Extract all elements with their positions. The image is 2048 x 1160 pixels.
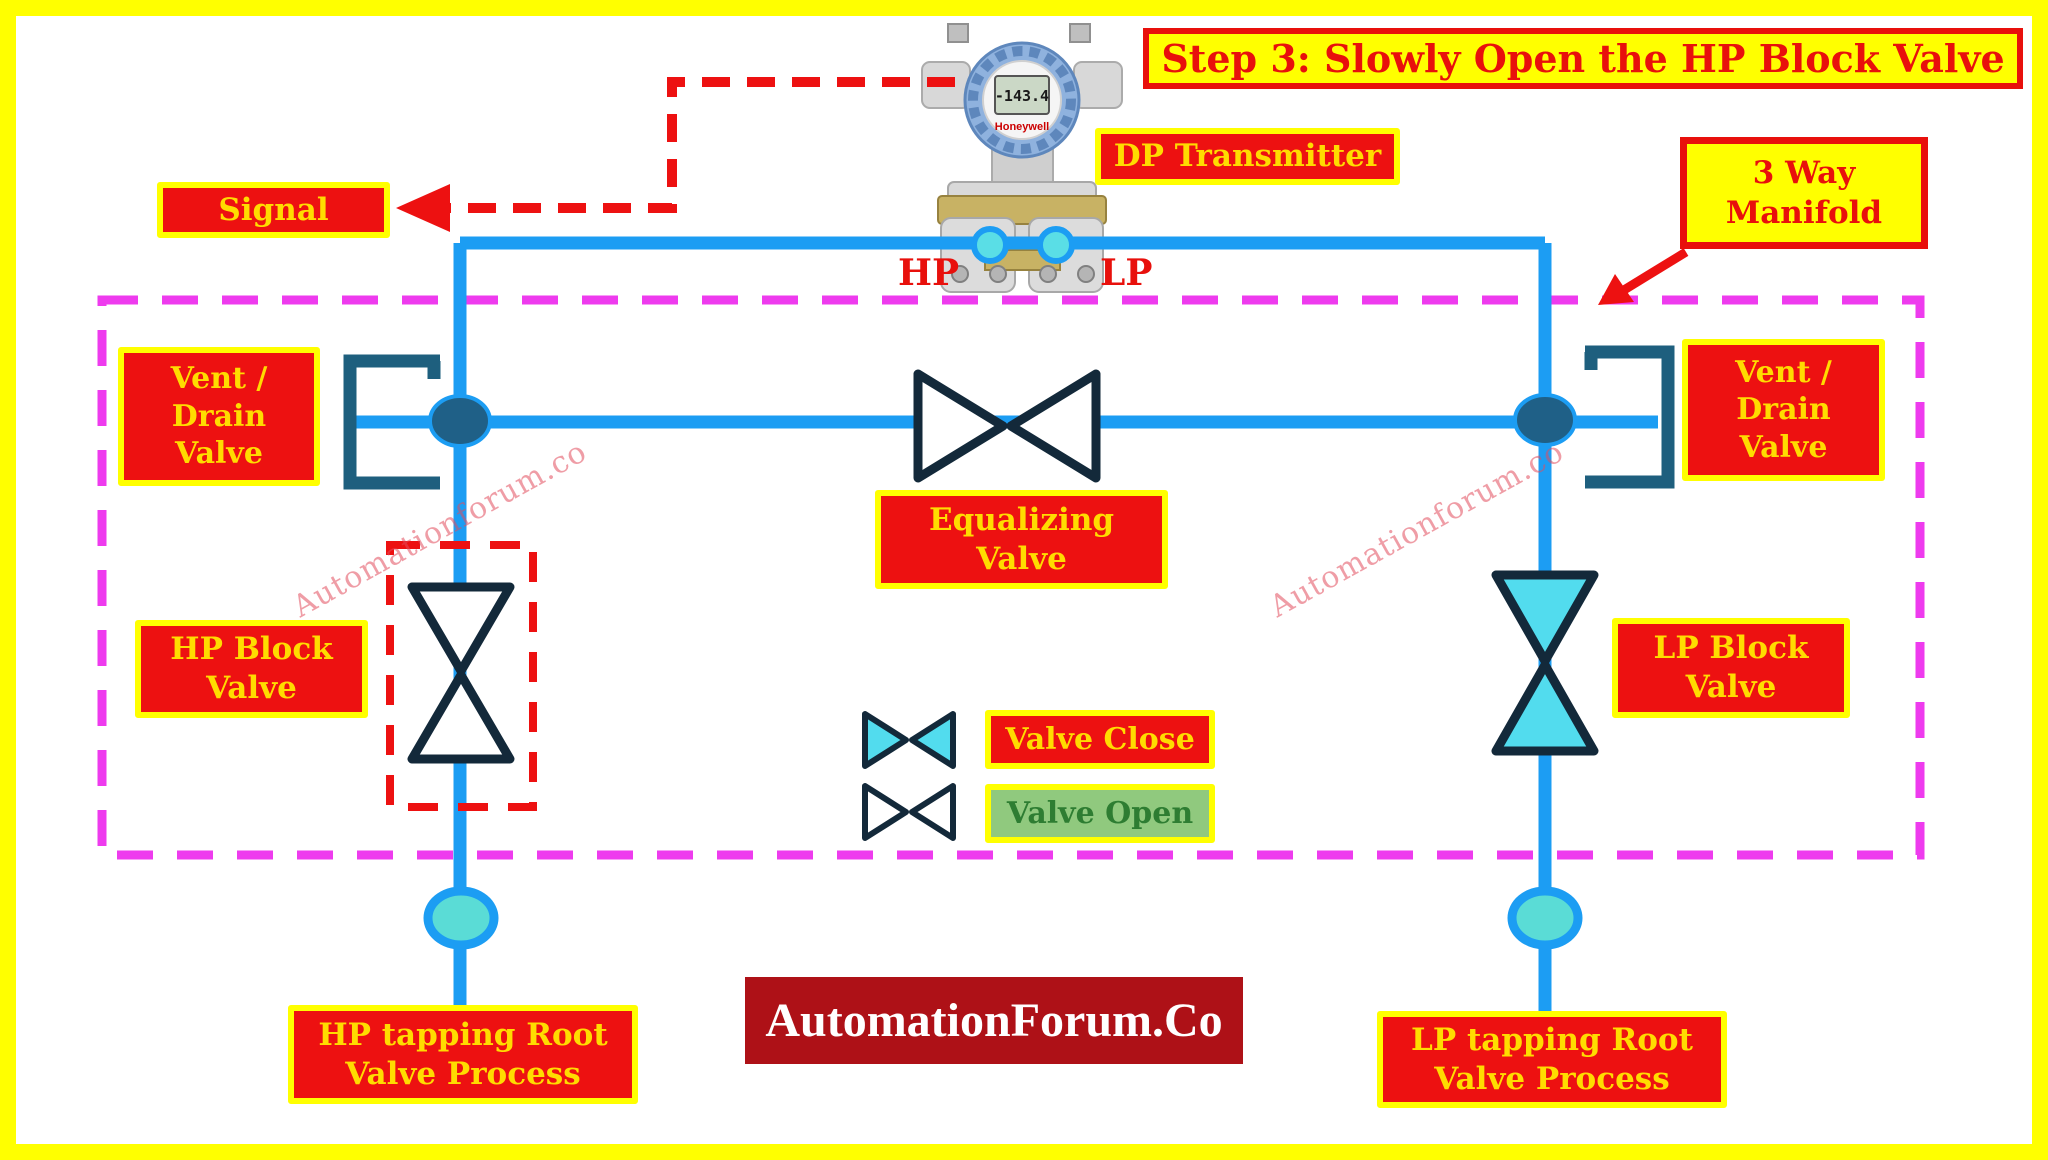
- three-way-manifold-label: 3 Way Manifold: [1680, 137, 1928, 249]
- signal-label-text: Signal: [218, 191, 329, 228]
- legend-valve-close-label: Valve Close: [985, 710, 1215, 769]
- hp-tapping-root-valve-label: HP tapping Root Valve Process: [288, 1005, 638, 1104]
- legend-valve-closed-symbol: [862, 711, 956, 769]
- dp-transmitter-label-text: DP Transmitter: [1113, 138, 1382, 175]
- legend-valve-open-label: Valve Open: [985, 784, 1215, 843]
- legend-open-left-wedge: [862, 783, 909, 841]
- lp-tapping-line1: LP tapping Root: [1411, 1021, 1693, 1058]
- hp-block-valve-symbol-open: [407, 582, 515, 764]
- equalizing-label-line2: Valve: [976, 540, 1067, 577]
- lp-junction-node: [1513, 393, 1577, 447]
- hp-block-valve-highlight-dashed-rect: [386, 541, 537, 811]
- hp-tapping-line2: Valve Process: [345, 1055, 581, 1092]
- transmitter-display-value: -143.4: [995, 87, 1049, 105]
- signal-arrowhead: [396, 184, 450, 232]
- automationforum-logo: AutomationForum.Co: [745, 977, 1243, 1064]
- legend-valve-open-symbol: [862, 783, 956, 841]
- vent-drain-left-line1: Vent /: [170, 361, 268, 397]
- hp-tapping-line1: HP tapping Root: [318, 1016, 608, 1053]
- transmitter-top-bolt-right: [1069, 23, 1091, 43]
- lp-block-valve-top-wedge: [1491, 570, 1599, 666]
- legend-open-text: Valve Open: [1006, 795, 1194, 831]
- vent-drain-right-line3: Valve: [1739, 429, 1828, 465]
- transmitter-conduit-right: [1073, 61, 1123, 109]
- legend-open-right-wedge: [909, 783, 956, 841]
- hp-port-label: HP: [898, 252, 960, 294]
- hp-block-valve-label: HP Block Valve: [135, 620, 368, 718]
- transmitter-brand-text: Honeywell: [995, 121, 1049, 133]
- lp-root-valve-node: [1507, 886, 1583, 950]
- manifold-callout-arrowhead: [1598, 274, 1634, 305]
- flange-bolt: [1077, 265, 1095, 283]
- vent-drain-valve-label-right: Vent / Drain Valve: [1682, 339, 1885, 481]
- equalizing-valve-left-wedge: [913, 369, 1008, 483]
- transmitter-top-bolt-left: [947, 23, 969, 43]
- step-title: Step 3: Slowly Open the HP Block Valve: [1143, 28, 2023, 89]
- equalizing-label-line1: Equalizing: [928, 501, 1115, 538]
- transmitter-lcd: [994, 75, 1050, 115]
- lp-block-label-line1: LP Block: [1653, 630, 1809, 667]
- legend-close-text: Valve Close: [1005, 721, 1195, 757]
- hp-junction-node: [428, 394, 492, 448]
- step-title-text: Step 3: Slowly Open the HP Block Valve: [1161, 36, 2005, 81]
- manifold-callout-arrow-shaft: [1621, 248, 1689, 294]
- manifold-label-line1: 3 Way: [1752, 154, 1856, 191]
- manifold-label-line2: Manifold: [1725, 195, 1883, 231]
- lp-tapping-root-valve-label: LP tapping Root Valve Process: [1377, 1011, 1727, 1108]
- vent-drain-ports: [343, 345, 1675, 490]
- hp-root-valve-node: [423, 886, 499, 950]
- dp-transmitter-label: DP Transmitter: [1095, 128, 1400, 185]
- lp-block-valve-symbol-closed: [1491, 570, 1599, 756]
- vent-drain-bracket-right: [1585, 345, 1675, 489]
- vent-drain-right-line2: Drain: [1736, 392, 1831, 428]
- hp-block-label-line2: Valve: [206, 670, 297, 706]
- vent-drain-bracket-left: [343, 354, 440, 490]
- lp-block-label-line2: Valve: [1685, 669, 1777, 705]
- hp-block-valve-bottom-wedge: [407, 670, 515, 764]
- equalizing-valve-label: Equalizing Valve: [875, 490, 1168, 589]
- signal-label: Signal: [157, 182, 390, 238]
- equalizing-valve-right-wedge: [1006, 369, 1101, 483]
- legend-closed-right-wedge: [909, 711, 956, 769]
- vent-drain-right-line1: Vent /: [1735, 354, 1832, 390]
- lp-port-label: LP: [1100, 252, 1153, 294]
- transmitter-lp-port: [1037, 226, 1075, 264]
- lp-block-valve-bottom-wedge: [1491, 660, 1599, 756]
- logo-text: AutomationForum.Co: [765, 994, 1223, 1047]
- dp-transmitter-graphic: -143.4 Honeywell: [921, 23, 1123, 293]
- lp-block-valve-label: LP Block Valve: [1612, 618, 1850, 718]
- transmitter-hp-port: [971, 226, 1009, 264]
- vent-drain-left-line2: Drain: [171, 398, 267, 434]
- impulse-piping: [352, 236, 1658, 1014]
- manifold-boundary-dashed-rect: [97, 295, 1925, 860]
- lp-tapping-line2: Valve Process: [1434, 1060, 1670, 1097]
- transmitter-cap-ring: [968, 46, 1076, 154]
- hp-block-label-line1: HP Block: [170, 631, 333, 668]
- flange-bolt: [1039, 265, 1057, 283]
- vent-drain-valve-label-left: Vent / Drain Valve: [118, 347, 320, 486]
- flange-bolt: [951, 265, 969, 283]
- vent-drain-left-line3: Valve: [175, 436, 263, 472]
- legend-closed-left-wedge: [862, 711, 909, 769]
- signal-dashed-line: [448, 77, 955, 213]
- flange-bolt: [989, 265, 1007, 283]
- equalizing-valve-symbol-open: [913, 369, 1101, 483]
- hp-block-valve-top-wedge: [407, 582, 515, 676]
